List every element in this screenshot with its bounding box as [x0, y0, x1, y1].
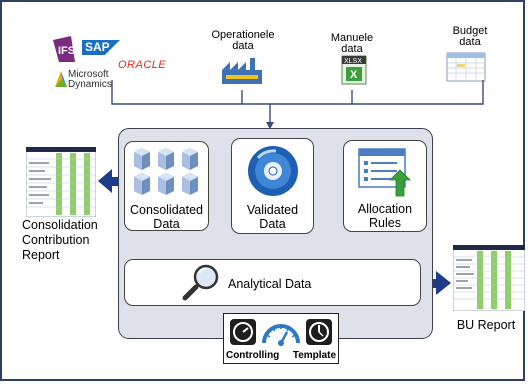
source-bus-line [111, 80, 484, 105]
analytical-data-card[interactable]: Analytical Data [124, 259, 421, 306]
bu-report-thumbnail[interactable] [452, 244, 526, 316]
microsoft-logo-icon [54, 69, 68, 94]
bu-report-label: BU Report [456, 318, 516, 332]
bus-arrowhead [266, 122, 274, 129]
validated-data-label: Validated Data [246, 203, 299, 231]
ifs-logo-mark: IFS [53, 36, 75, 62]
consolidation-report-thumbnail[interactable] [25, 146, 97, 222]
microsoft-dynamics-logo: Microsoft Dynamics [68, 70, 112, 90]
cube-stack-icon [134, 148, 198, 195]
template-label: Template [292, 350, 337, 361]
arrow-to-consolidation-report [98, 169, 123, 193]
speedometer-icon [262, 324, 300, 346]
consolidated-data-card[interactable]: Consolidated Data [124, 141, 209, 231]
up-arrow-icon [389, 169, 411, 197]
allocation-rules-label: Allocation Rules [357, 202, 413, 230]
budget-data-label: Budget data [452, 25, 488, 48]
oracle-logo: ORACLE [118, 59, 167, 71]
validated-data-card[interactable]: Validated Data [231, 138, 314, 234]
magnifier-icon [182, 264, 219, 301]
svg-text:X: X [350, 69, 358, 81]
arrow-to-bu-report [425, 271, 451, 295]
manual-data-label: Manuele data [330, 32, 374, 55]
xlsx-badge-text: XLSX [344, 58, 362, 65]
consolidated-data-label: Consolidated Data [130, 203, 203, 231]
analytical-data-label: Analytical Data [228, 277, 312, 291]
microsoft-dynamics-text: Microsoft Dynamics [68, 69, 112, 90]
spreadsheet-icon [446, 52, 486, 87]
factory-icon [220, 56, 264, 91]
controlling-label: Controlling [225, 350, 280, 361]
disc-icon [248, 146, 298, 196]
ifs-logo: IFS [53, 36, 83, 67]
consolidation-report-label: Consolidation Contribution Report [22, 218, 98, 262]
operational-data-label: Operationele data [211, 29, 275, 52]
allocation-rules-card[interactable]: Allocation Rules [343, 140, 427, 232]
gauge-icons [230, 319, 332, 346]
controlling-template-caption: Controlling Template [224, 350, 338, 361]
list-window-icon [358, 148, 411, 197]
controlling-template-box[interactable]: Controlling Template [223, 313, 339, 364]
excel-xlsx-icon: XLSX X [340, 54, 368, 91]
ifs-logo-text: IFS [58, 45, 75, 57]
